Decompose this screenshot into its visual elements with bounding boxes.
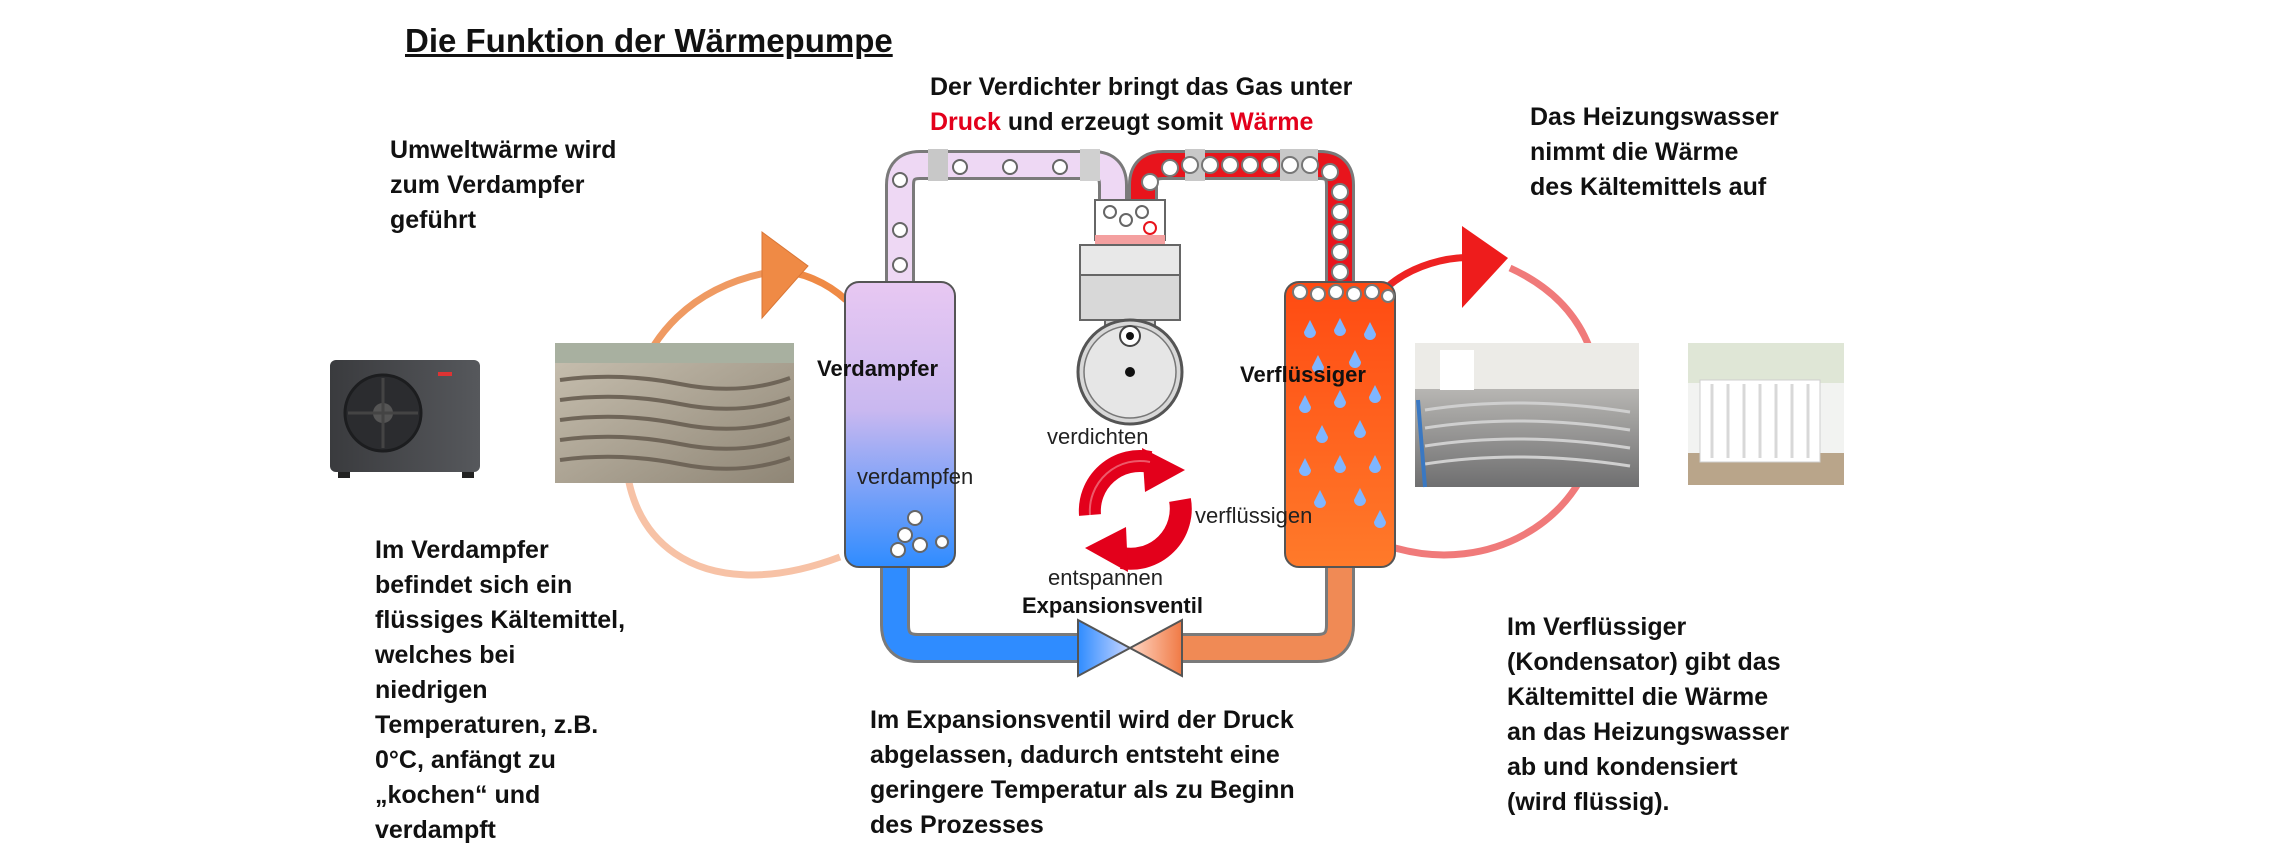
condenser-label: Verflüssiger bbox=[1240, 362, 1366, 387]
compress-label: verdichten bbox=[1047, 424, 1149, 449]
expansion-description-line: Im Expansionsventil wird der Druck bbox=[870, 706, 1294, 734]
cycle-arrows-icon bbox=[1078, 448, 1192, 572]
pressure-word: Druck bbox=[930, 108, 1001, 136]
condenser-description-line: ab und kondensiert bbox=[1507, 753, 1738, 781]
evaporator-description-line: befindet sich ein bbox=[375, 571, 573, 599]
evaporator-bubbles bbox=[890, 510, 949, 558]
evaporator-description-line: verdampft bbox=[375, 816, 496, 844]
condenser-description-line: an das Heizungswasser bbox=[1507, 718, 1790, 746]
evaporator-description-line: Temperaturen, z.B. bbox=[375, 711, 599, 739]
compressor-description-line1: Der Verdichter bringt das Gas unter bbox=[930, 73, 1353, 101]
heating-water-line: des Kältemittels auf bbox=[1530, 173, 1767, 201]
condenser-tank bbox=[1284, 281, 1396, 568]
suction-pipe-bubbles bbox=[892, 159, 1068, 273]
evaporator-description-line: Im Verdampfer bbox=[375, 536, 549, 564]
evaporator-label: Verdampfer bbox=[817, 356, 939, 381]
environment-heat-line: Umweltwärme wird bbox=[390, 136, 617, 164]
condenser-top-bubbles bbox=[1292, 284, 1395, 303]
compressor-description-line2: Druck und erzeugt somit Wärme bbox=[930, 105, 1352, 140]
heating-water-text: Das Heizungswasser nimmt die Wärme des K… bbox=[1530, 100, 1779, 205]
heating-water-line: nimmt die Wärme bbox=[1530, 138, 1739, 166]
hot-gas-bubbles bbox=[1141, 156, 1349, 281]
evaporator-tank bbox=[844, 281, 956, 568]
evaporate-label: verdampfen bbox=[857, 464, 974, 489]
evaporator-description-line: 0°C, anfängt zu bbox=[375, 746, 556, 774]
compressor-description: Der Verdichter bringt das Gas unter Druc… bbox=[930, 70, 1352, 140]
compressor-description-mid: und erzeugt somit bbox=[1000, 108, 1231, 136]
expansion-valve bbox=[1077, 618, 1183, 678]
heating-water-line: Das Heizungswasser bbox=[1530, 103, 1779, 131]
ground-collector-image bbox=[555, 343, 794, 483]
evaporator-description-line: „kochen“ und bbox=[375, 781, 541, 809]
floor-heating-image bbox=[1415, 343, 1639, 488]
condenser-description-line: (Kondensator) gibt das bbox=[1507, 648, 1781, 676]
heat-word: Wärme bbox=[1230, 108, 1314, 136]
condense-label: verflüssigen bbox=[1195, 503, 1313, 528]
condenser-description-line: (wird flüssig). bbox=[1507, 788, 1670, 816]
condenser-droplets bbox=[1299, 318, 1386, 528]
environment-heat-line: zum Verdampfer bbox=[390, 171, 585, 199]
evaporator-description-line: welches bei bbox=[375, 641, 516, 669]
environment-heat-line: geführt bbox=[390, 206, 477, 234]
evaporator-description-line: niedrigen bbox=[375, 676, 488, 704]
evaporator-description-line: flüssiges Kältemittel, bbox=[375, 606, 626, 634]
evaporator-description: Im Verdampfer befindet sich ein flüssige… bbox=[375, 533, 625, 848]
expansion-description: Im Expansionsventil wird der Druck abgel… bbox=[870, 703, 1295, 843]
radiator-image bbox=[1688, 343, 1844, 485]
condenser-description: Im Verflüssiger (Kondensator) gibt das K… bbox=[1507, 610, 1789, 820]
expansion-description-line: geringere Temperatur als zu Beginn bbox=[870, 776, 1295, 804]
condenser-description-line: Kältemittel die Wärme bbox=[1507, 683, 1769, 711]
expansion-description-line: abgelassen, dadurch entsteht eine bbox=[870, 741, 1280, 769]
expand-label: entspannen bbox=[1048, 565, 1163, 590]
expansion-description-line: des Prozesses bbox=[870, 811, 1044, 839]
expansion-valve-label: Expansionsventil bbox=[1022, 593, 1203, 618]
compressor bbox=[1076, 199, 1184, 426]
environment-heat-text: Umweltwärme wird zum Verdampfer geführt bbox=[390, 133, 616, 238]
page-title: Die Funktion der Wärmepumpe bbox=[405, 22, 893, 59]
warm-liquid-pipe bbox=[1180, 560, 1355, 663]
condenser-description-line: Im Verflüssiger bbox=[1507, 613, 1687, 641]
outdoor-unit-image bbox=[303, 296, 501, 500]
